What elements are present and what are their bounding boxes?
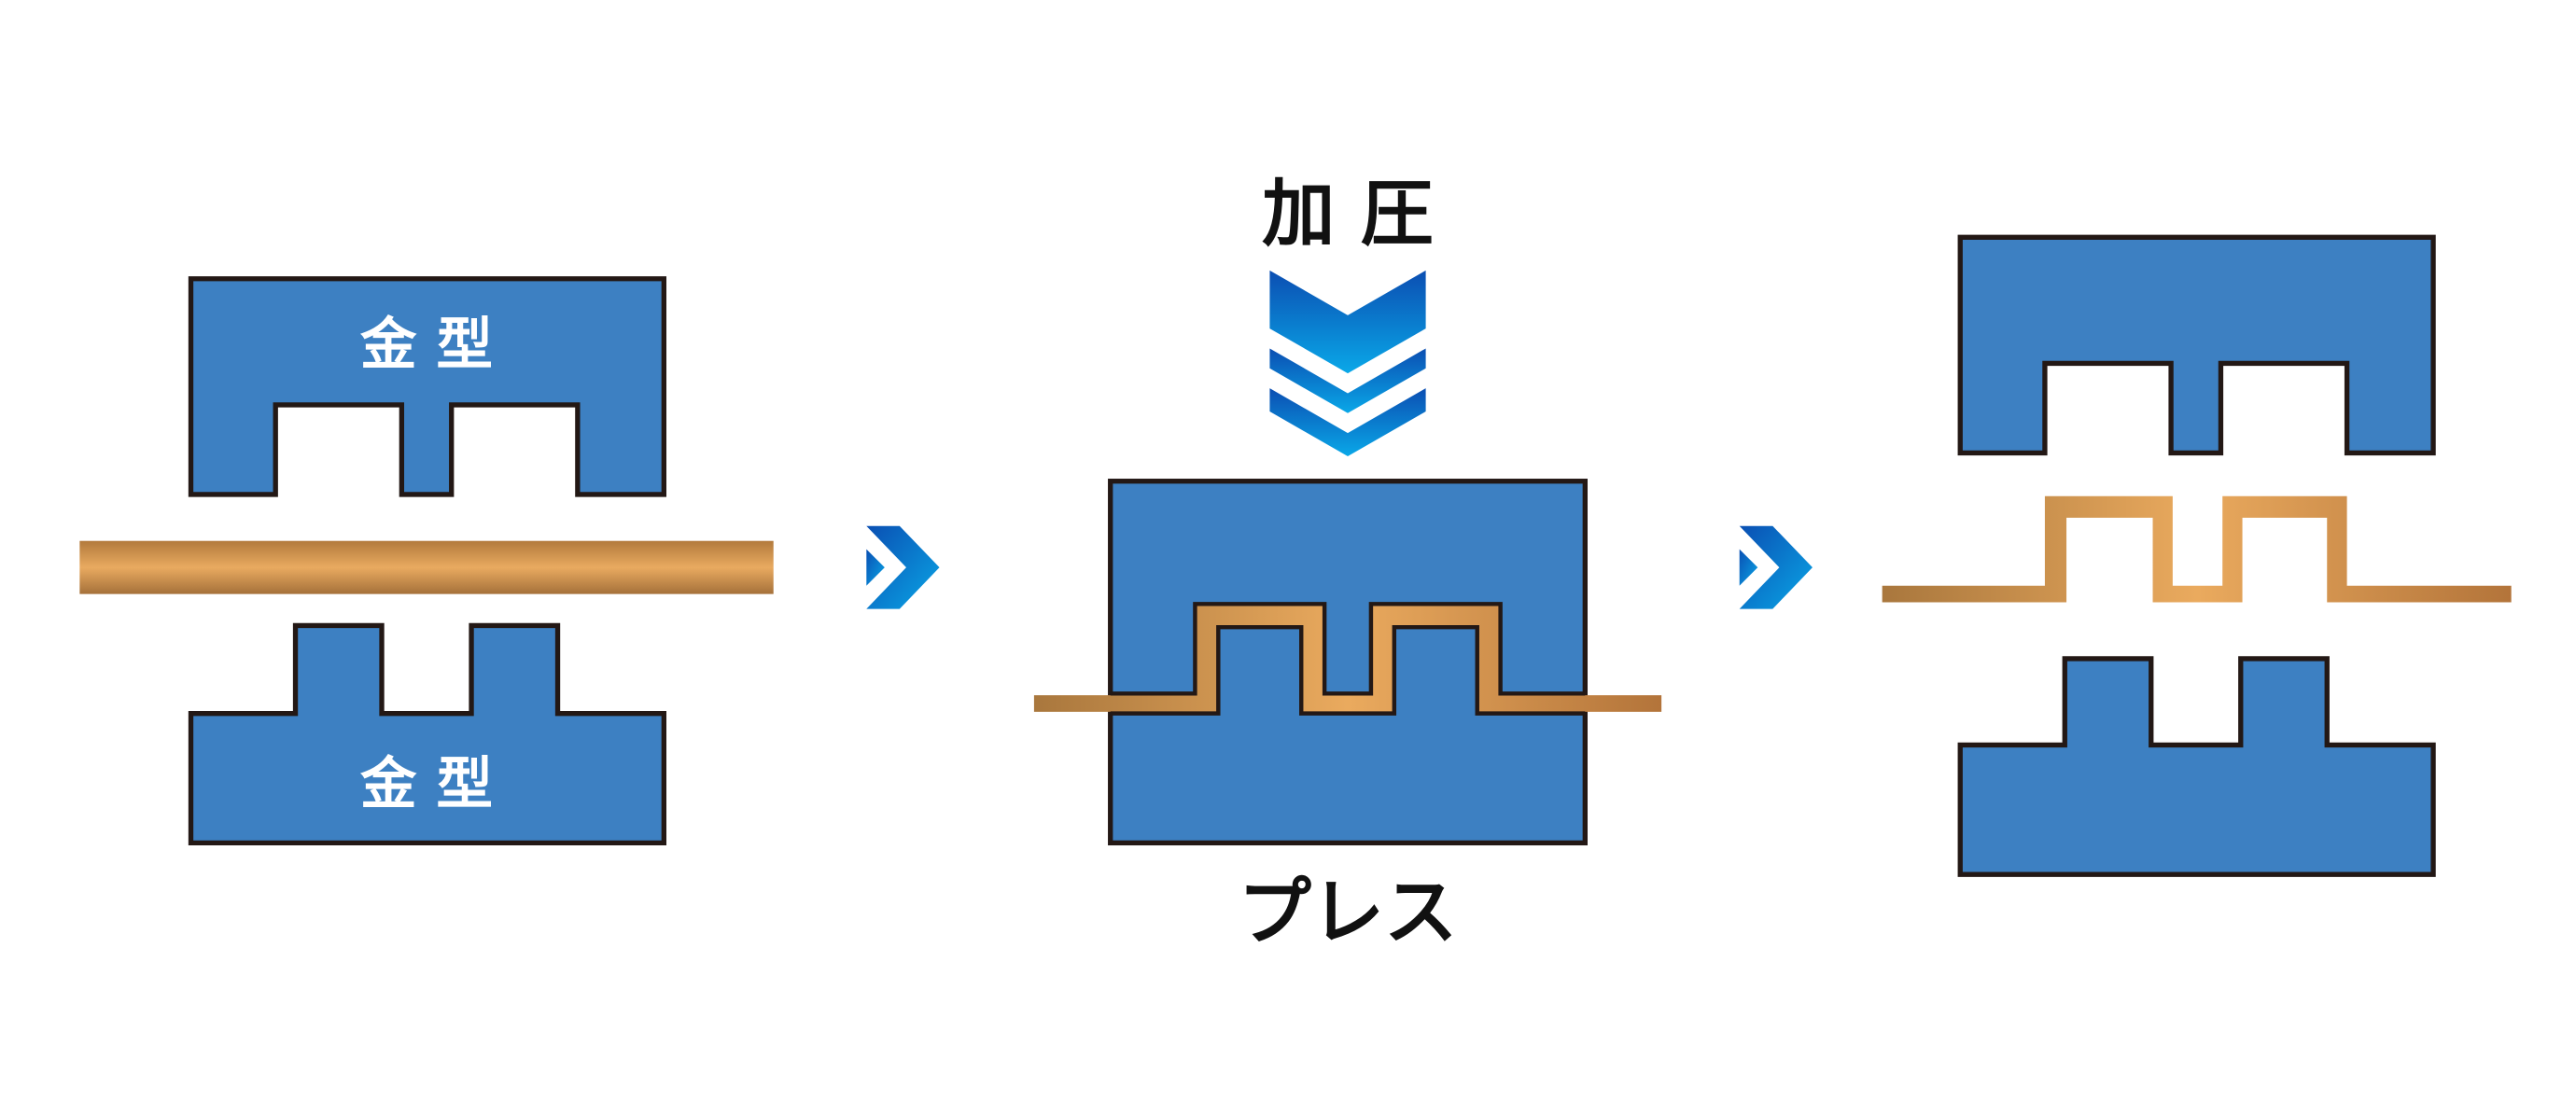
upper-die-label: 金 型 [359, 312, 493, 377]
upper-die [188, 276, 667, 497]
copper-sheet-pressed [1033, 606, 1662, 716]
pressure-label: 加 圧 [1262, 172, 1434, 257]
die-cavity-outline [1110, 624, 1586, 716]
closed-press-die [1108, 479, 1588, 846]
upper-die-open [1957, 234, 2436, 456]
step-3-formed-part [1882, 234, 2512, 877]
step-2-pressing: 加 圧 プレス [1033, 172, 1662, 955]
lower-die-label: 金 型 [359, 752, 493, 817]
formed-copper-part [1882, 495, 2512, 603]
lower-die-open [1957, 656, 2436, 877]
right-chevron-icon [1739, 525, 1813, 609]
right-chevron-icon [866, 525, 940, 609]
step-1-before-press: 金 型 金 型 [79, 276, 774, 846]
lower-die [188, 622, 667, 846]
copper-sheet-flat [79, 540, 774, 594]
down-chevron-icon [1269, 270, 1426, 457]
die-punch-outline [1110, 602, 1586, 696]
press-label: プレス [1239, 871, 1458, 955]
